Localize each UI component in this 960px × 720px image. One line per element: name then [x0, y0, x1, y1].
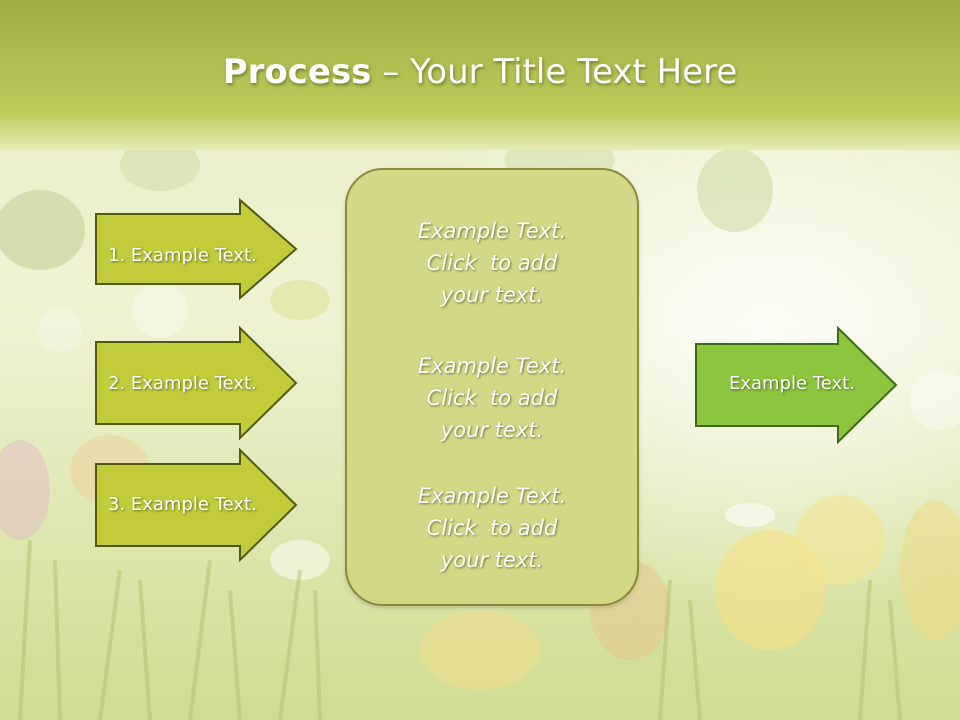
- output-arrow: [695, 326, 898, 445]
- process-box: Example Text. Click to add your text. Ex…: [345, 168, 639, 606]
- input-arrow-2: [95, 326, 298, 440]
- input-arrow-1-label: 1. Example Text.: [108, 245, 257, 266]
- process-text-line: Click to add: [426, 516, 558, 540]
- process-text-line: Example Text.: [417, 219, 567, 243]
- title-rest: – Your Title Text Here: [371, 52, 738, 92]
- input-arrow-2-label: 2. Example Text.: [108, 373, 257, 394]
- process-text-line: Example Text.: [417, 354, 567, 378]
- process-text-line: your text.: [440, 548, 544, 572]
- input-arrow-3: [95, 448, 298, 562]
- process-text-line: Example Text.: [417, 484, 567, 508]
- slide-title: Process – Your Title Text Here: [0, 52, 960, 92]
- input-arrow-3-label: 3. Example Text.: [108, 494, 257, 515]
- process-text-line: Click to add: [426, 386, 558, 410]
- process-text-line: your text.: [440, 418, 544, 442]
- output-arrow-label: Example Text.: [729, 373, 855, 394]
- process-text-block-2: Example Text. Click to add your text.: [347, 350, 637, 446]
- input-arrow-1: [95, 198, 298, 300]
- title-bold: Process: [222, 52, 372, 92]
- process-text-block-1: Example Text. Click to add your text.: [347, 215, 637, 311]
- process-text-line: Click to add: [426, 251, 558, 275]
- process-text-line: your text.: [440, 283, 544, 307]
- process-text-block-3: Example Text. Click to add your text.: [347, 480, 637, 576]
